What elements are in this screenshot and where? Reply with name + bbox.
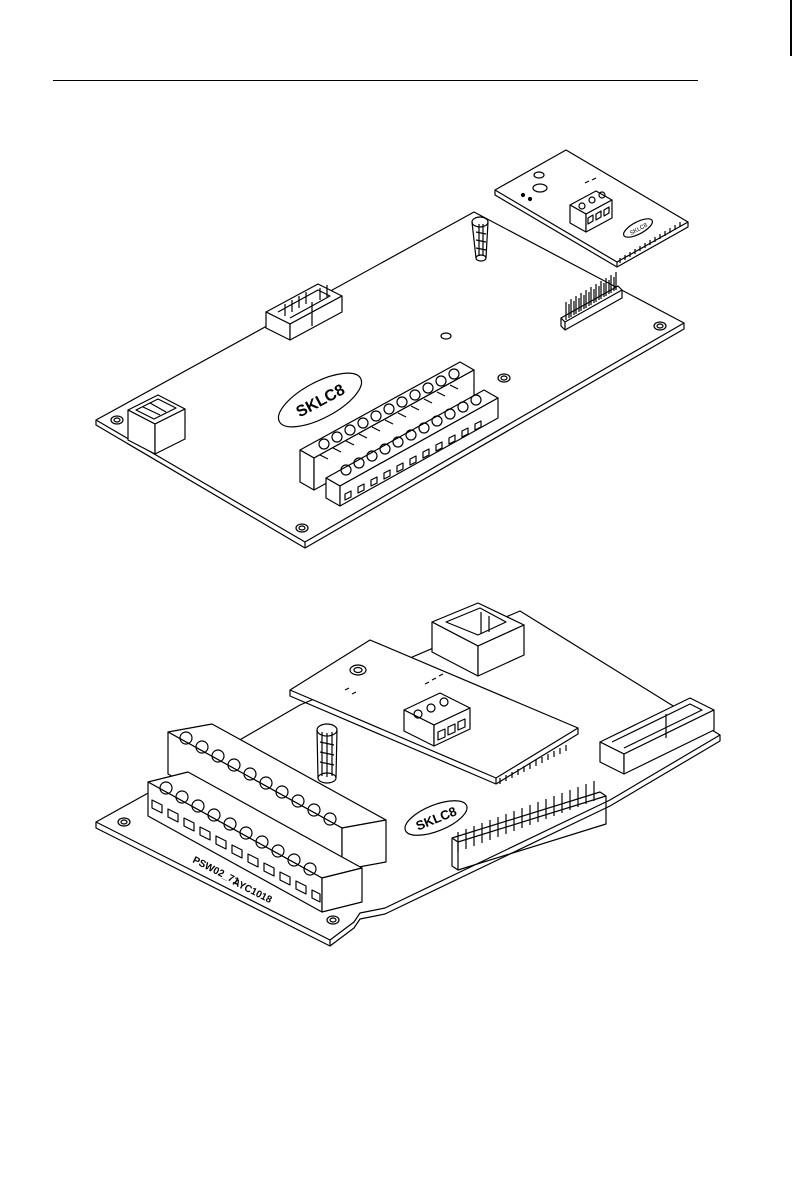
standoff-spacer-assembled bbox=[317, 724, 337, 783]
silkscreen-model-label: PSW02_71 bbox=[191, 855, 241, 888]
brand-logo-assembled: SKLC8 bbox=[401, 794, 472, 843]
logo-text-assembled: SKLC8 bbox=[414, 804, 459, 834]
terminal-block-assembled-lower bbox=[148, 772, 362, 912]
mounting-hole-icon bbox=[118, 818, 339, 924]
exploded-board-illustration: SKLC8 bbox=[0, 0, 808, 600]
terminal-block-assembled-upper bbox=[168, 724, 386, 870]
option-card-terminal-assembled bbox=[404, 693, 470, 746]
pin-header-assembled bbox=[452, 781, 606, 870]
silkscreen-part-label: AYC1018 bbox=[231, 877, 274, 906]
rj45-connector-assembled bbox=[432, 603, 524, 676]
main-control-board-assembled bbox=[96, 611, 720, 946]
box-header-connector-assembled bbox=[600, 698, 714, 774]
main-control-board bbox=[96, 212, 684, 548]
option-card-board-assembled bbox=[290, 640, 578, 784]
